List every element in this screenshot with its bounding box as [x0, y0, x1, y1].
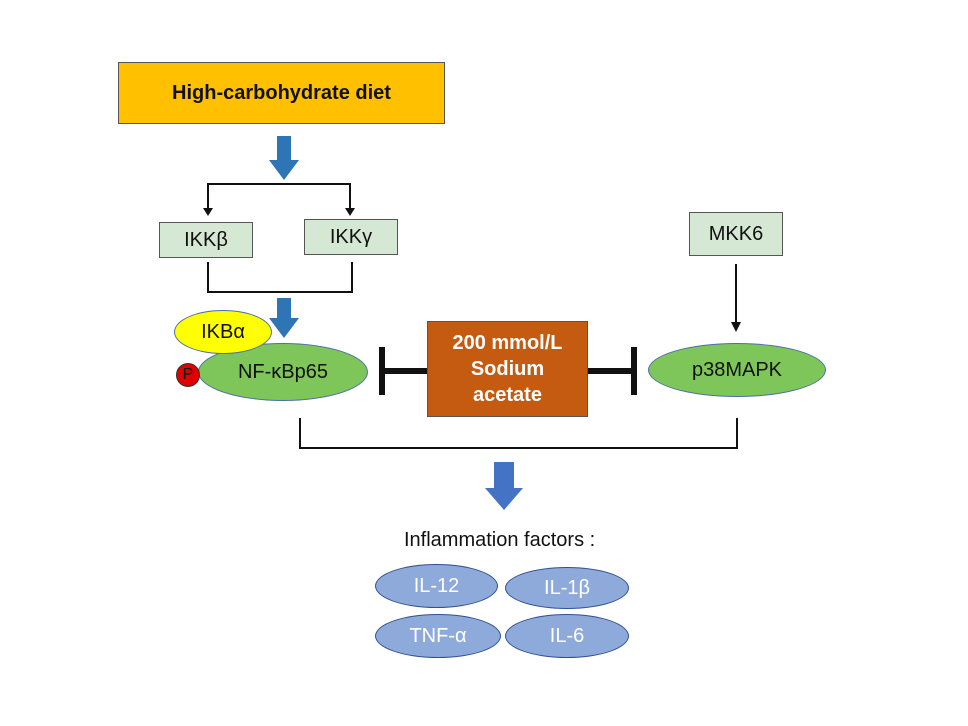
factor-il1b: IL-1β	[505, 567, 629, 609]
block-arrow-to-inflammation	[485, 462, 523, 510]
nfkb-ellipse: NF-κBp65	[198, 343, 368, 401]
treatment-line-1: 200 mmol/L	[452, 332, 563, 354]
mkk6-label: MKK6	[708, 222, 764, 245]
factor-label: IL-1β	[544, 576, 590, 599]
ikkb-label: IKKβ	[184, 228, 228, 251]
p38-ellipse: p38MAPK	[648, 343, 826, 397]
mkk6-box: MKK6	[689, 212, 783, 256]
treatment-line-3: acetate	[473, 384, 542, 406]
treatment-line-2: Sodium	[470, 358, 545, 380]
arrowhead-to-p38	[731, 322, 741, 332]
diet-label: High-carbohydrate diet	[172, 81, 391, 104]
nfkb-label: NF-κBp65	[237, 360, 329, 383]
factor-tnfa: TNF-α	[375, 614, 501, 658]
inflammation-title: Inflammation factors :	[404, 529, 596, 551]
arrowhead-to-ikkg	[345, 208, 355, 216]
ikba-ellipse: IKBα	[174, 310, 272, 354]
p38-label: p38MAPK	[691, 358, 783, 381]
sodium-acetate-box: 200 mmol/L Sodium acetate	[427, 321, 588, 417]
diet-box: High-carbohydrate diet	[118, 62, 445, 124]
block-arrow-diet	[269, 136, 299, 180]
ikba-label: IKBα	[201, 320, 245, 343]
factor-label: IL-12	[413, 574, 460, 597]
factor-label: IL-6	[549, 624, 585, 647]
connector-diet-to-ikk	[207, 183, 351, 212]
ikkg-label: IKKγ	[329, 225, 373, 248]
ikkg-box: IKKγ	[304, 219, 398, 255]
ikkb-box: IKKβ	[159, 222, 253, 258]
factor-il12: IL-12	[375, 564, 498, 608]
block-arrow-ikk-to-nfkb	[269, 298, 299, 338]
phospho-badge: P	[176, 363, 200, 387]
factor-il6: IL-6	[505, 614, 629, 658]
connector-to-inflammation	[299, 418, 738, 449]
connector-ikk-merge	[207, 262, 353, 293]
arrowhead-to-ikkb	[203, 208, 213, 216]
factor-label: TNF-α	[409, 624, 467, 647]
phospho-label: P	[182, 366, 194, 383]
